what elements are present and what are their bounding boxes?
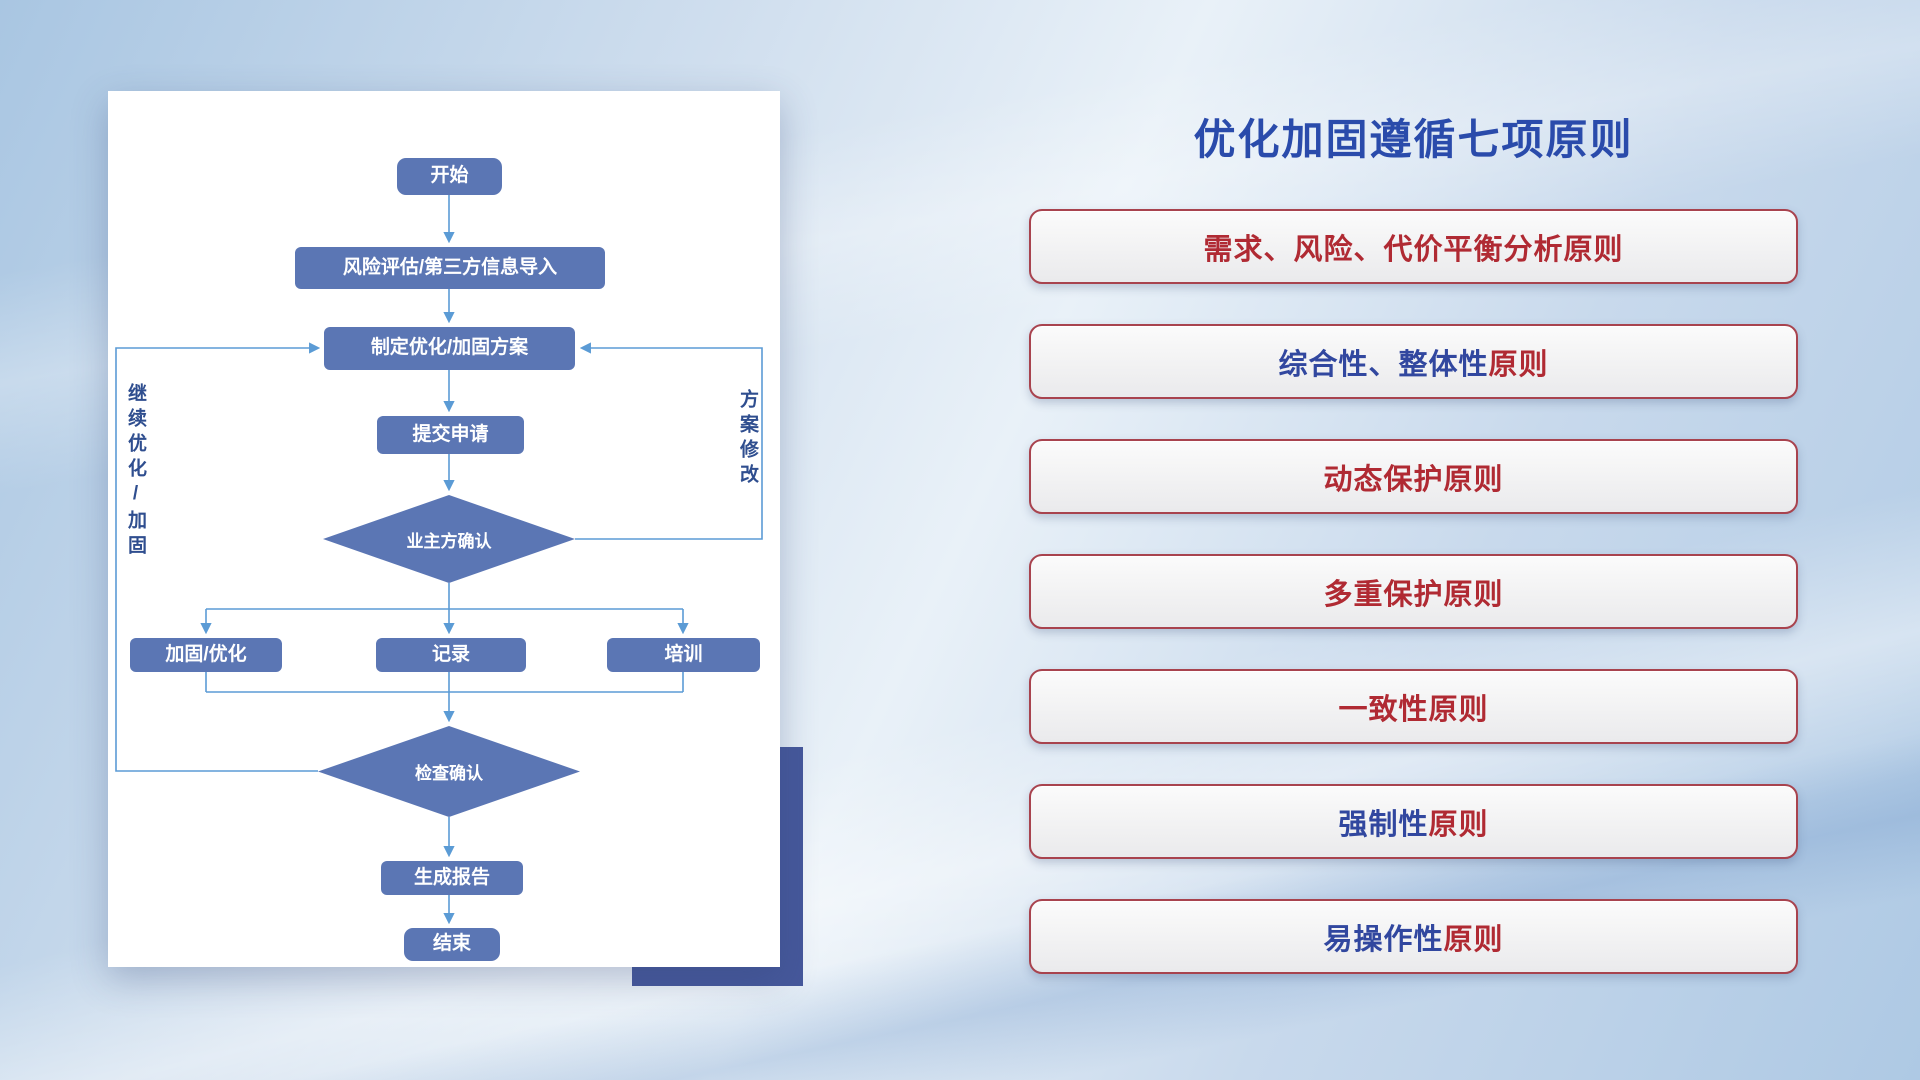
principle-text-segment: 易操作性 — [1323, 923, 1444, 956]
principle-item: 综合性、整体性原则 — [1029, 324, 1798, 399]
principle-text-segment: 一致性原则 — [1338, 693, 1489, 726]
principle-item: 动态保护原则 — [1029, 439, 1798, 514]
page-title: 优化加固遵循七项原则 — [1193, 116, 1634, 163]
connector-revise-loop — [575, 342, 763, 540]
flow-node-risk-import: 风险评估/第三方信息导入 — [295, 247, 605, 289]
flow-node-record: 记录 — [376, 638, 526, 672]
principle-text-segment: 综合性、整体性 — [1278, 348, 1489, 381]
flow-node-report: 生成报告 — [381, 861, 523, 895]
flow-node-plan: 制定优化/加固方案 — [324, 327, 575, 370]
flow-loop-label-revise: 方案修改 — [737, 389, 758, 489]
principle-item: 多重保护原则 — [1029, 554, 1798, 629]
principle-item: 需求、风险、代价平衡分析原则 — [1029, 209, 1798, 284]
principle-item: 强制性原则 — [1029, 784, 1798, 859]
principles-panel: 优化加固遵循七项原则 需求、风险、代价平衡分析原则综合性、整体性原则动态保护原则… — [1029, 0, 1798, 974]
flowchart-connectors — [115, 195, 763, 925]
principles-list: 需求、风险、代价平衡分析原则综合性、整体性原则动态保护原则多重保护原则一致性原则… — [1029, 209, 1798, 974]
principle-item: 一致性原则 — [1029, 669, 1798, 744]
principle-text-segment: 需求、风险、代价平衡分析原则 — [1203, 233, 1624, 266]
principle-item: 易操作性原则 — [1029, 899, 1798, 974]
principle-text-segment: 原则 — [1443, 923, 1504, 956]
principle-text-segment: 强制性 — [1338, 808, 1429, 841]
flow-loop-label-continue: 继续优化/加固 — [125, 383, 146, 560]
principle-text-segment: 原则 — [1428, 808, 1489, 841]
flowchart-card: 开始 风险评估/第三方信息导入 制定优化/加固方案 提交申请 业主方确认 加固/… — [108, 91, 780, 967]
principle-text-segment: 原则 — [1488, 348, 1549, 381]
connector-continue-loop — [115, 342, 321, 772]
flow-node-harden-optimize: 加固/优化 — [130, 638, 282, 672]
flow-node-submit: 提交申请 — [377, 416, 524, 454]
flow-node-start: 开始 — [397, 158, 502, 195]
principle-text-segment: 动态保护原则 — [1323, 463, 1504, 496]
flow-node-end: 结束 — [404, 928, 500, 961]
flow-node-training: 培训 — [607, 638, 760, 672]
principle-text-segment: 多重保护原则 — [1323, 578, 1504, 611]
